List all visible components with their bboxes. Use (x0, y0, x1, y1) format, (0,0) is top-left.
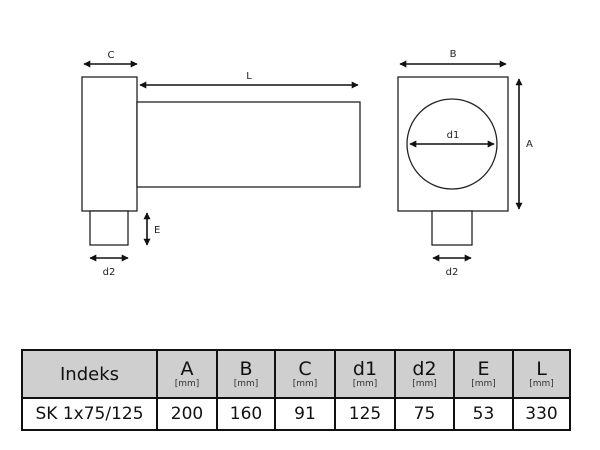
header-c-unit: [mm] (292, 379, 318, 389)
header-c: C [mm] (274, 349, 336, 399)
header-d2-unit: [mm] (412, 379, 437, 389)
index-header-label: Indeks (59, 363, 120, 385)
header-b-unit: [mm] (233, 379, 259, 389)
front-view (397, 76, 509, 246)
side-plate (81, 76, 138, 212)
header-d2-symbol: d2 (412, 358, 437, 380)
cell-c: 91 (274, 397, 336, 431)
header-e: E [mm] (453, 349, 514, 399)
spec-header-row: Indeks A [mm] B [mm] C [mm] d1 [mm] d2 [… (21, 349, 571, 399)
cell-b: 160 (216, 397, 276, 431)
header-c-symbol: C (298, 358, 312, 380)
header-d1-symbol: d1 (352, 358, 378, 380)
side-pipe (136, 101, 361, 188)
header-l-unit: [mm] (529, 379, 554, 389)
spec-table: Indeks A [mm] B [mm] C [mm] d1 [mm] d2 [… (21, 349, 571, 431)
header-l: L [mm] (512, 349, 571, 399)
cell-a: 200 (156, 397, 218, 431)
cell-d1: 125 (334, 397, 396, 431)
dim-a-label: A (526, 139, 533, 150)
dim-d1-label: d1 (447, 130, 460, 141)
header-l-symbol: L (536, 358, 547, 380)
cell-index: SK 1x75/125 (21, 397, 158, 431)
header-d2: d2 [mm] (394, 349, 455, 399)
header-e-unit: [mm] (471, 379, 496, 389)
header-a: A [mm] (156, 349, 218, 399)
header-b: B [mm] (216, 349, 276, 399)
dim-l-label: L (246, 71, 252, 82)
cell-d2: 75 (394, 397, 455, 431)
header-d1-unit: [mm] (352, 379, 378, 389)
header-a-symbol: A (180, 358, 194, 380)
dim-e-label: E (154, 225, 160, 236)
side-view (81, 76, 361, 246)
spec-data-row: SK 1x75/125 200 160 91 125 75 53 330 (21, 397, 571, 431)
cell-l: 330 (512, 397, 571, 431)
header-b-symbol: B (239, 358, 253, 380)
header-a-unit: [mm] (174, 379, 200, 389)
dim-d2-right-label: d2 (446, 267, 459, 278)
header-e-symbol: E (477, 358, 490, 380)
index-header: Indeks (21, 349, 158, 399)
cell-e: 53 (453, 397, 514, 431)
dim-c-label: C (108, 50, 115, 61)
dim-b-label: B (450, 49, 457, 60)
dim-d2-left-label: d2 (103, 267, 116, 278)
header-d1: d1 [mm] (334, 349, 396, 399)
technical-drawing: C L E d2 B d1 A d2 (81, 49, 533, 278)
front-outlet (431, 210, 473, 246)
side-outlet (89, 210, 129, 246)
